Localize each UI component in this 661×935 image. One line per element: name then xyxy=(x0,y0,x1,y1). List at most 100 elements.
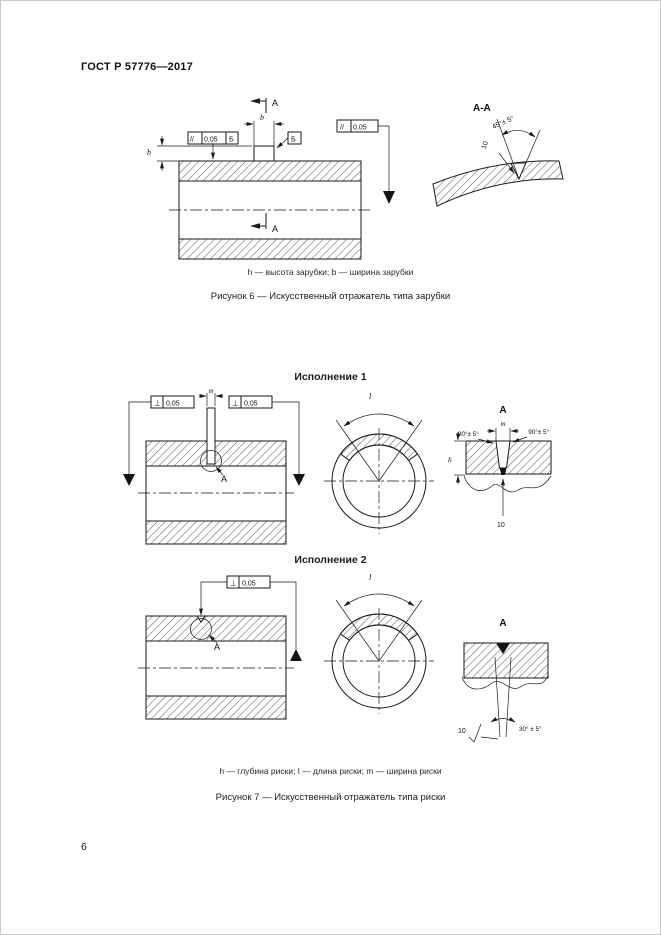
figure6-caption: Рисунок 6 — Искусственный отражатель тип… xyxy=(210,291,451,302)
leader-line xyxy=(272,401,300,474)
leader-line xyxy=(498,152,515,174)
break-line xyxy=(463,475,552,493)
arc-dimension xyxy=(343,593,415,607)
tolerance-frame-right: ⊥ 0,05 xyxy=(228,395,273,409)
dim-l-label: l xyxy=(369,391,372,401)
roughness-check-icon xyxy=(468,723,482,743)
variant1-detail-view: А m 90°± 5° 90°± 5° h xyxy=(448,405,552,529)
angle-arc xyxy=(490,717,516,723)
figure7-variant1-row: А ⊥ 0,05 ⊥ 0,05 m xyxy=(123,387,552,545)
section-letter-bottom: А xyxy=(272,224,278,234)
perpendicularity-icon: ⊥ xyxy=(154,399,161,408)
datum-flag-letter: Б xyxy=(291,137,296,144)
dim-m-label: m xyxy=(208,387,213,395)
pipe-wall-bottom xyxy=(145,520,287,545)
dim-m-label: m xyxy=(500,420,505,428)
leader-line xyxy=(208,634,218,644)
variant1-cross-section: l xyxy=(324,391,434,534)
figure7-variant2-row: А ⊥ 0,05 l А xyxy=(138,572,549,743)
page-number: 6 xyxy=(81,841,87,853)
variant2-detail-view: А 30° ± 5° 10 xyxy=(458,618,549,743)
dimension-m: m xyxy=(199,387,223,406)
dim-l-label: l xyxy=(369,572,372,582)
figure6-section-view: А-А 45°± 5° 10 xyxy=(432,103,564,207)
standard-number: ГОСТ Р 57776—2017 xyxy=(81,61,193,73)
pipe-bore xyxy=(145,465,287,522)
figure7-caption: Рисунок 7 — Искусственный отражатель тип… xyxy=(215,792,446,803)
angle-side-line xyxy=(494,656,501,738)
detail-letter: А xyxy=(221,474,227,484)
roughness-label: 10 xyxy=(481,140,490,150)
variant2-cross-section: l xyxy=(324,572,434,714)
angle-90-label-right: 90°± 5° xyxy=(528,428,549,436)
section-letter-top: А xyxy=(272,98,278,108)
tolerance-frame-left: // 0,05 Б xyxy=(187,131,239,160)
dimension-line xyxy=(378,599,423,662)
figure6-main-view: А b h // 0,05 Б xyxy=(147,98,395,260)
score-slot xyxy=(206,407,216,465)
tolerance-frame: ⊥ 0,05 xyxy=(226,575,271,589)
dim-b-label: b xyxy=(260,113,264,122)
dimension-line xyxy=(335,419,380,482)
detail-callout-circle xyxy=(200,450,222,472)
angle-45-label: 45°± 5° xyxy=(491,114,516,131)
dimension-line xyxy=(335,599,380,662)
detail-letter: А xyxy=(499,405,506,416)
variant2-heading: Исполнение 2 xyxy=(294,554,367,566)
leader-line xyxy=(199,581,227,616)
datum-triangle xyxy=(383,191,395,204)
datum-triangle xyxy=(290,649,302,661)
parallelism-icon: // xyxy=(190,137,194,144)
leader-line xyxy=(128,401,151,474)
pipe-wall-bottom xyxy=(145,695,287,720)
perpendicularity-icon: ⊥ xyxy=(232,399,239,408)
angle-arc xyxy=(501,130,536,138)
tolerance-value: 0,05 xyxy=(166,401,180,408)
dim-h-label: h xyxy=(448,455,452,464)
dimension-line xyxy=(496,118,520,180)
figure6-legend: h — высота зарубки; b — ширина зарубки xyxy=(247,267,414,277)
roughness-label: 10 xyxy=(458,728,466,735)
angle-30-label: 30° ± 5° xyxy=(519,725,542,733)
score-tip xyxy=(499,468,507,475)
leader-line xyxy=(270,581,297,649)
dimension-h: h xyxy=(448,432,465,484)
datum-triangle-left xyxy=(123,474,135,486)
figure6-drawing: А b h // 0,05 Б xyxy=(147,98,564,260)
dim-h-label: h xyxy=(147,148,151,157)
datum-triangle-right xyxy=(293,474,305,486)
parallelism-icon: // xyxy=(340,125,344,132)
section-mark-bottom: А xyxy=(250,213,278,234)
leader-line xyxy=(215,466,224,476)
tolerance-value: 0,05 xyxy=(204,137,218,144)
dimension-b: b xyxy=(244,113,284,146)
pipe-wall-top xyxy=(145,440,287,467)
variant1-side-view: А ⊥ 0,05 ⊥ 0,05 m xyxy=(123,387,305,545)
pipe-wall-bottom xyxy=(178,238,362,260)
detail-letter: А xyxy=(499,618,506,629)
dimension-line xyxy=(378,419,423,482)
angle-side-line xyxy=(505,656,512,738)
pipe-wall-top xyxy=(178,160,362,182)
datum-letter: Б xyxy=(229,137,234,144)
perpendicularity-icon: ⊥ xyxy=(230,579,237,588)
roughness-label: 10 xyxy=(497,522,505,529)
tolerance-value: 0,05 xyxy=(244,401,258,408)
leader-line xyxy=(480,736,499,740)
dimension-h: h xyxy=(147,136,252,171)
arc-dimension xyxy=(343,413,415,427)
score-arc-sector xyxy=(339,613,419,642)
datum-flag-b: Б xyxy=(276,131,302,149)
figure7-legend: h — глубина риски; l — длина риски; m — … xyxy=(219,766,442,776)
angle-90-label-left: 90°± 5° xyxy=(458,430,479,438)
score-arc-sector xyxy=(339,433,419,462)
detail-callout-circle xyxy=(190,618,212,640)
pipe-wall-arc xyxy=(432,160,564,207)
leader-line xyxy=(378,125,390,191)
section-mark-top: А xyxy=(250,98,278,113)
notch-profile xyxy=(253,145,275,162)
tolerance-frame-right: // 0,05 xyxy=(336,119,395,204)
dimension-line xyxy=(518,129,541,180)
section-view-label: А-А xyxy=(473,103,491,114)
dimension-m: m xyxy=(487,420,519,441)
